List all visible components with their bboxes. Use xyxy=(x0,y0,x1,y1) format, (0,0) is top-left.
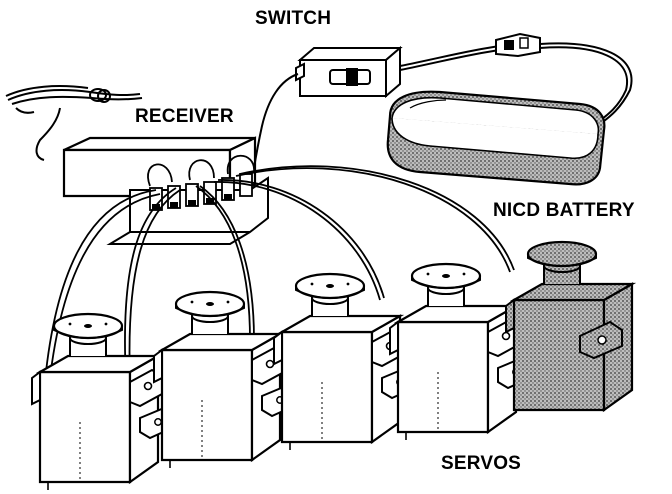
switch-unit xyxy=(296,48,400,96)
switch-label: SWITCH xyxy=(255,8,331,30)
switch-lead xyxy=(254,74,298,168)
servo-3 xyxy=(274,274,414,450)
battery-plug xyxy=(496,34,540,56)
nicd-battery-pack xyxy=(388,92,605,185)
servos-label: SERVOS xyxy=(441,453,521,475)
nicd-battery-label: NICD BATTERY xyxy=(493,200,635,222)
servo-1 xyxy=(32,314,172,490)
receiver-unit xyxy=(64,138,268,244)
servo-2 xyxy=(154,292,294,468)
servo-5-shaded xyxy=(506,242,632,410)
receiver-label: RECEIVER xyxy=(135,106,234,128)
servo-4 xyxy=(390,264,530,440)
